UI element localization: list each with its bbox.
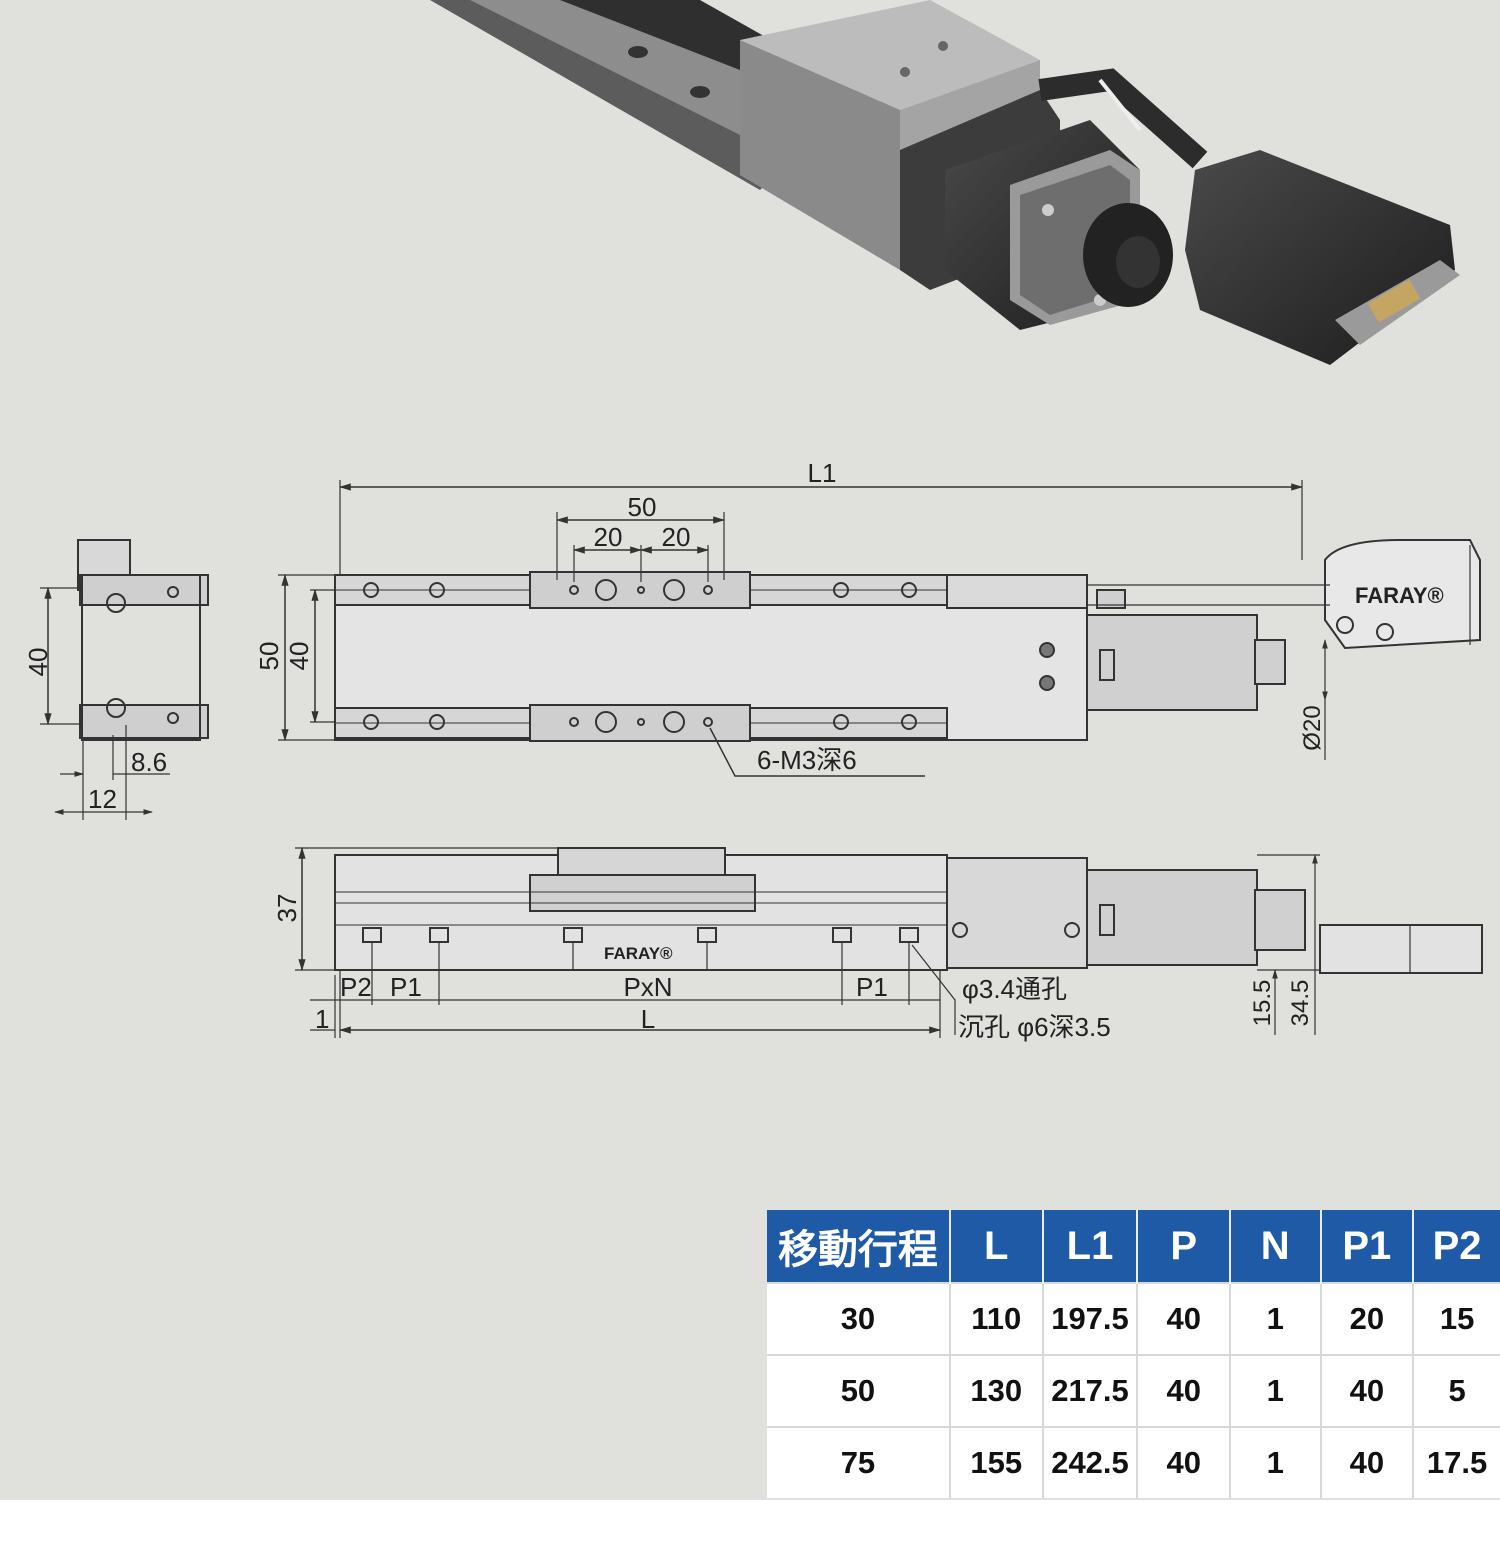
col-header: L <box>949 1210 1044 1283</box>
spec-table: 移動行程 L L1 P N P1 P2 30 110 197.5 40 1 20… <box>767 1210 1500 1498</box>
dim-40-side: 40 <box>284 642 314 671</box>
table-cell: 40 <box>1320 1426 1415 1498</box>
end-dim-40: 40 <box>23 648 53 677</box>
table-cell: 17.5 <box>1413 1426 1500 1498</box>
table-cell: 1 <box>1229 1426 1322 1498</box>
table-cell: 40 <box>1137 1426 1231 1498</box>
dim-L: L <box>641 1004 655 1034</box>
table-cell: 40 <box>1320 1354 1415 1427</box>
table-cell: 217.5 <box>1042 1354 1139 1427</box>
dim-15-5: 15.5 <box>1249 980 1276 1027</box>
dim-50-top: 50 <box>628 492 657 522</box>
table-cell: 242.5 <box>1042 1426 1139 1498</box>
dim-20-left: 20 <box>594 522 623 552</box>
drawing-canvas: 40 8.6 12 <box>0 0 1500 1500</box>
table-row: 50 130 217.5 40 1 40 5 <box>767 1354 1500 1427</box>
dim-P2: P2 <box>340 972 372 1002</box>
end-view <box>40 539 209 820</box>
table-cell: 75 <box>767 1426 951 1498</box>
table-row: 30 110 197.5 40 1 20 15 <box>767 1282 1500 1355</box>
brand-logo-side: FARAY® <box>604 944 673 963</box>
table-cell: 40 <box>1137 1354 1231 1427</box>
col-header: N <box>1229 1210 1322 1283</box>
table-header-row: 移動行程 L L1 P N P1 P2 <box>767 1210 1500 1283</box>
table-cell: 50 <box>767 1354 951 1427</box>
hole-note-counterbore: 沉孔 φ6深3.5 <box>958 1012 1111 1042</box>
product-render <box>430 0 1460 365</box>
col-header: L1 <box>1042 1210 1139 1283</box>
table-row: 75 155 242.5 40 1 40 17.5 <box>767 1426 1500 1498</box>
dim-L1: L1 <box>808 458 837 488</box>
table-cell: 155 <box>949 1426 1044 1498</box>
table-cell: 1 <box>1229 1354 1322 1427</box>
dim-20-right: 20 <box>662 522 691 552</box>
dim-37: 37 <box>272 894 302 923</box>
side-view <box>295 846 1483 1038</box>
col-header: P2 <box>1413 1210 1500 1283</box>
hole-note-through: φ3.4通孔 <box>962 974 1067 1004</box>
table-cell: 40 <box>1137 1282 1231 1355</box>
technical-drawing: 40 8.6 12 <box>23 0 1483 1042</box>
table-cell: 110 <box>949 1282 1044 1355</box>
dim-P1-right: P1 <box>856 972 888 1002</box>
table-cell: 20 <box>1320 1282 1415 1355</box>
table-cell: 15 <box>1413 1282 1500 1355</box>
dim-50-side: 50 <box>254 642 284 671</box>
table-cell: 1 <box>1229 1282 1322 1355</box>
dim-PxN: PxN <box>623 972 672 1002</box>
table-cell: 30 <box>767 1282 951 1355</box>
col-header: P <box>1137 1210 1231 1283</box>
top-view <box>278 480 1481 777</box>
dim-1: 1 <box>315 1004 329 1034</box>
dim-34-5: 34.5 <box>1287 980 1314 1027</box>
end-dim-8-6: 8.6 <box>131 747 167 777</box>
dim-P1-left: P1 <box>390 972 422 1002</box>
table-cell: 130 <box>949 1354 1044 1427</box>
end-dim-12: 12 <box>88 784 117 814</box>
hole-callout: 6-M3深6 <box>757 745 857 775</box>
dim-d20: Ø20 <box>1299 705 1326 750</box>
table-cell: 5 <box>1413 1354 1500 1427</box>
table-cell: 197.5 <box>1042 1282 1139 1355</box>
col-header: 移動行程 <box>767 1210 951 1283</box>
col-header: P1 <box>1320 1210 1415 1283</box>
brand-logo-top: FARAY® <box>1355 583 1444 608</box>
